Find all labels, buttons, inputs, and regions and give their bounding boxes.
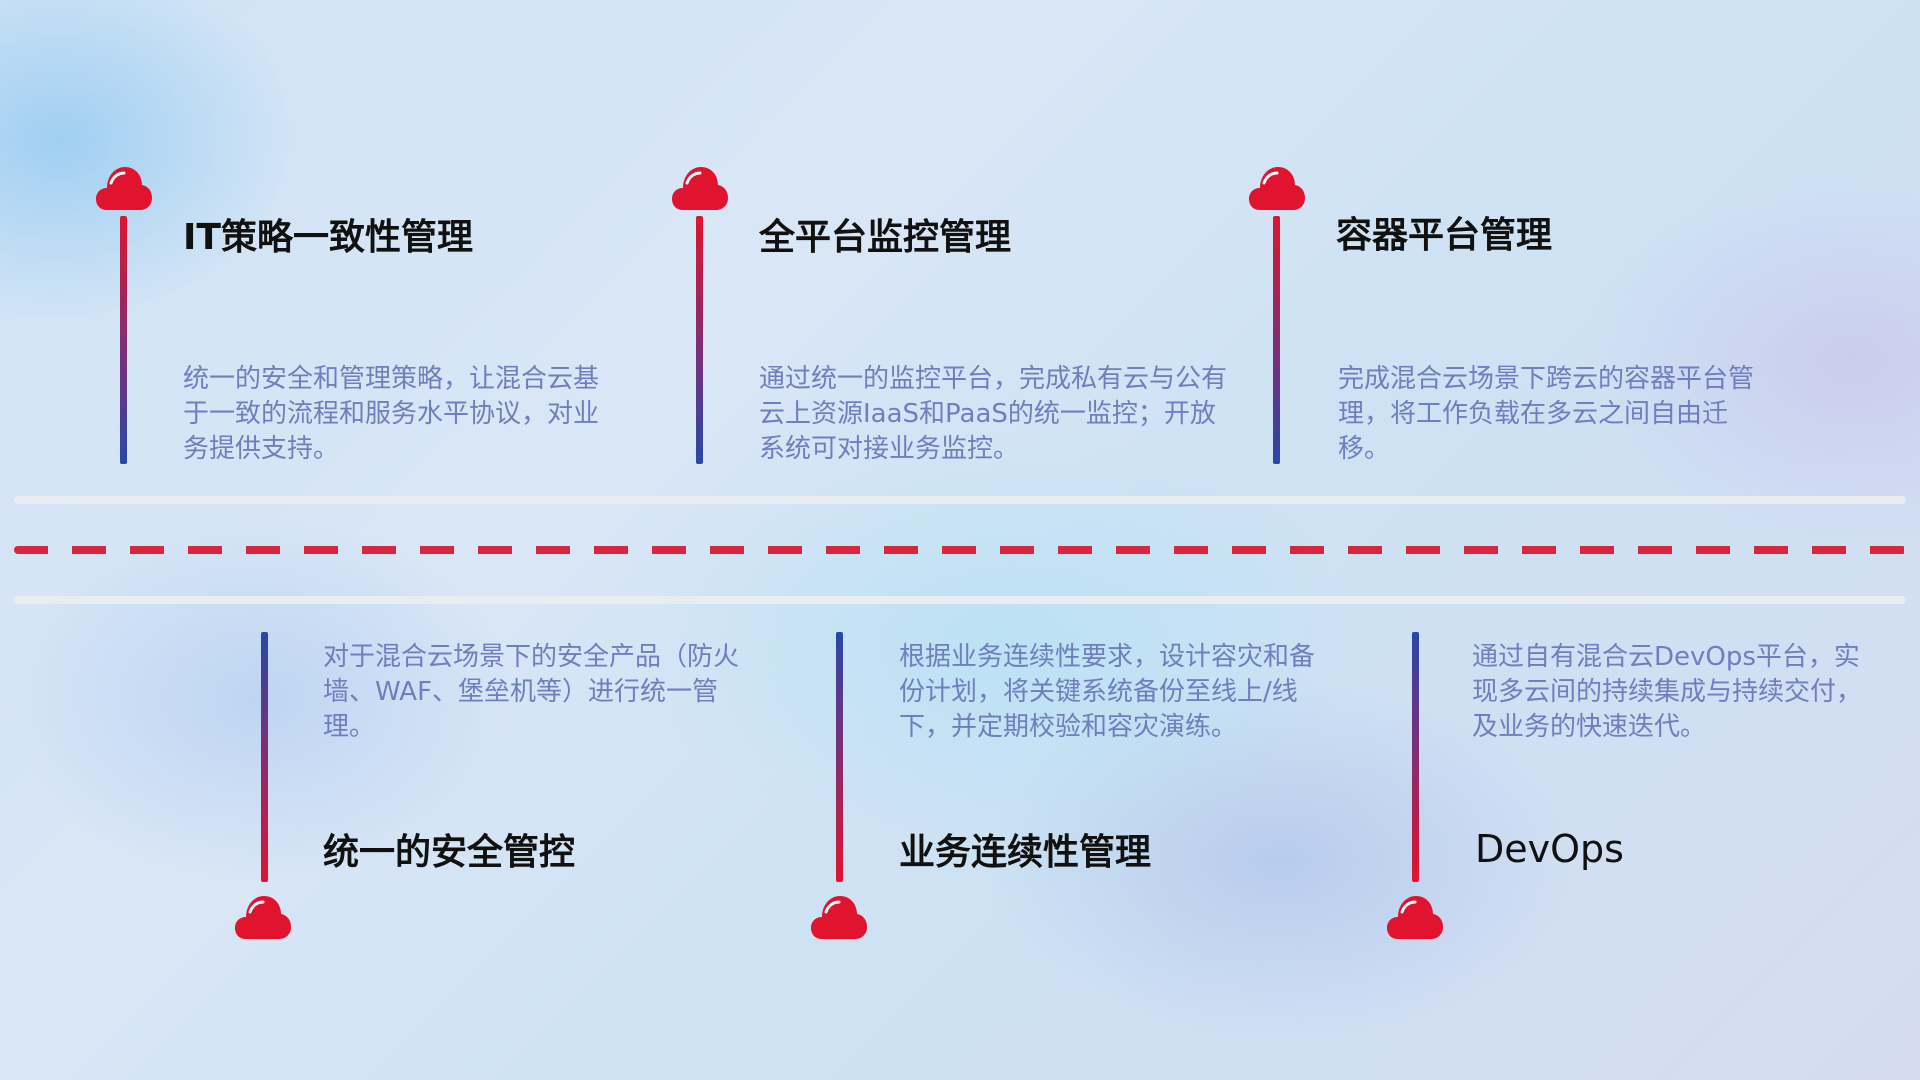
timeline-stem bbox=[261, 632, 268, 882]
timeline-stem bbox=[836, 632, 843, 882]
bottom-divider-line bbox=[14, 596, 1906, 604]
item-description: 对于混合云场景下的安全产品（防火墙、WAF、堡垒机等）进行统一管理。 bbox=[323, 642, 740, 742]
cloud-icon bbox=[671, 163, 729, 213]
item-title: IT策略一致性管理 bbox=[183, 217, 473, 258]
item-description: 统一的安全和管理策略，让混合云基于一致的流程和服务水平协议，对业务提供支持。 bbox=[183, 364, 600, 464]
timeline-stem bbox=[120, 216, 127, 464]
center-dashed-line bbox=[14, 546, 1906, 554]
item-title: 容器平台管理 bbox=[1336, 215, 1553, 256]
timeline-stem bbox=[1412, 632, 1419, 882]
top-divider-line bbox=[14, 496, 1906, 504]
item-title: 业务连续性管理 bbox=[899, 832, 1152, 873]
cloud-icon bbox=[95, 163, 153, 213]
cloud-icon bbox=[1386, 892, 1444, 942]
timeline-stem bbox=[1273, 216, 1280, 464]
item-title: 统一的安全管控 bbox=[323, 832, 576, 873]
cloud-icon bbox=[810, 892, 868, 942]
item-description: 完成混合云场景下跨云的容器平台管理，将工作负载在多云之间自由迁移。 bbox=[1338, 364, 1755, 464]
cloud-icon bbox=[234, 892, 292, 942]
item-description: 根据业务连续性要求，设计容灾和备份计划，将关键系统备份至线上/线下，并定期校验和… bbox=[899, 642, 1316, 742]
item-title: 全平台监控管理 bbox=[759, 217, 1012, 258]
item-description: 通过统一的监控平台，完成私有云与公有云上资源IaaS和PaaS的统一监控；开放系… bbox=[759, 364, 1228, 464]
cloud-icon bbox=[1248, 163, 1306, 213]
timeline-stem bbox=[696, 216, 703, 464]
item-title: DevOps bbox=[1475, 827, 1624, 871]
item-description: 通过自有混合云DevOps平台，实现多云间的持续集成与持续交付，及业务的快速迭代… bbox=[1472, 642, 1863, 742]
